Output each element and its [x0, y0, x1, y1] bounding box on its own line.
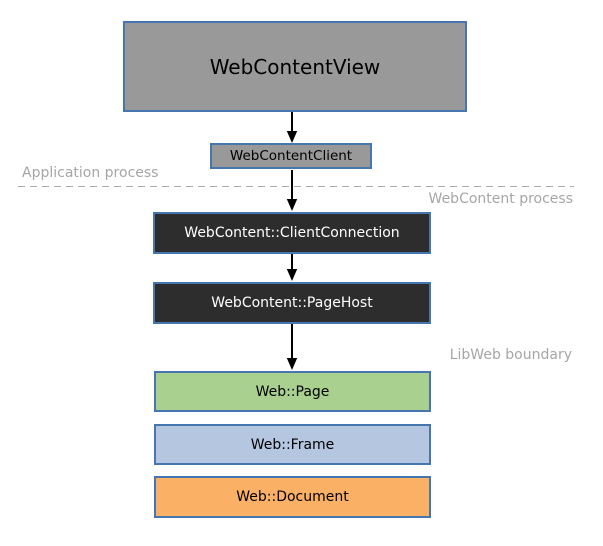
node-webpage-label: Web::Page [255, 383, 330, 400]
webcontent-process-label: WebContent process [428, 191, 573, 207]
node-webcontentview: WebContentView [123, 21, 467, 112]
node-pagehost: WebContent::PageHost [153, 282, 431, 324]
node-webcontentview-label: WebContentView [209, 54, 381, 79]
node-webcontentclient: WebContentClient [210, 143, 372, 169]
application-process-label: Application process [22, 165, 159, 181]
arrow-client-to-clientconnection-icon [286, 170, 298, 211]
node-webframe-label: Web::Frame [250, 436, 335, 453]
node-clientconnection: WebContent::ClientConnection [153, 212, 431, 254]
arrow-view-to-client-icon [286, 112, 298, 143]
node-webdocument-label: Web::Document [236, 489, 349, 505]
node-pagehost-label: WebContent::PageHost [211, 295, 373, 311]
node-webpage: Web::Page [154, 371, 431, 412]
arrow-pagehost-to-webpage-icon [286, 324, 298, 370]
node-clientconnection-label: WebContent::ClientConnection [184, 225, 400, 241]
node-webframe: Web::Frame [154, 424, 431, 465]
arrow-clientconnection-to-pagehost-icon [286, 254, 298, 281]
node-webdocument: Web::Document [154, 476, 431, 518]
node-webcontentclient-label: WebContentClient [229, 148, 353, 164]
libweb-boundary-label: LibWeb boundary [449, 347, 572, 363]
process-boundary-dashed-line [18, 186, 574, 187]
